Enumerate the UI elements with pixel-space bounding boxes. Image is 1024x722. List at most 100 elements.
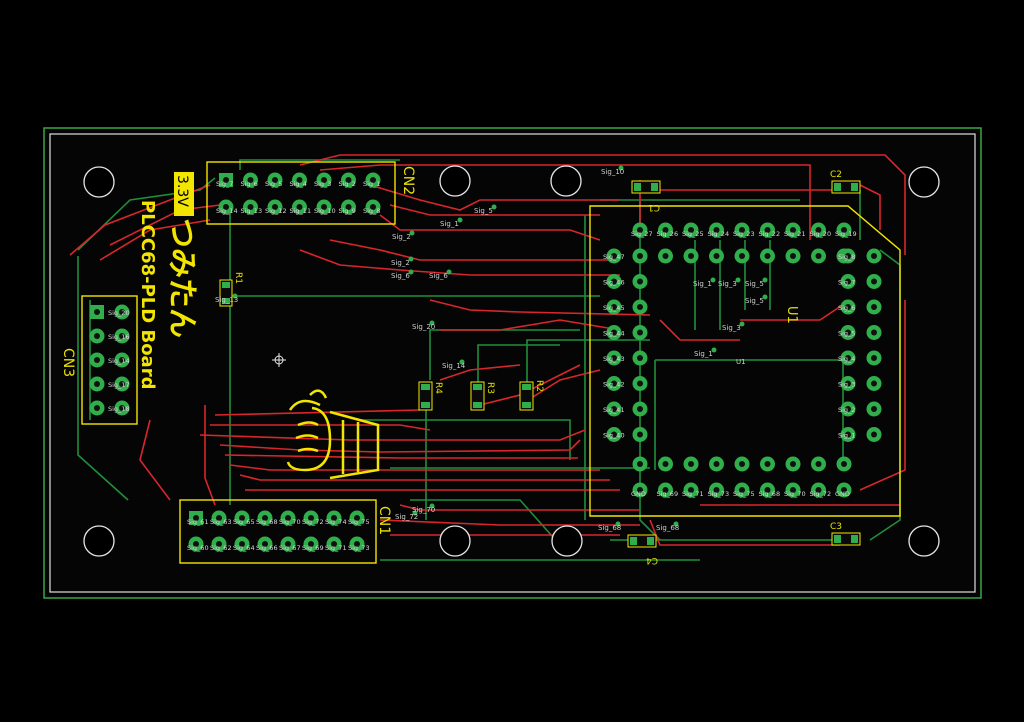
cn2-pad xyxy=(365,199,381,215)
u1-pad xyxy=(683,482,699,498)
u1-pad xyxy=(606,350,622,366)
c3-capacitor: C3 xyxy=(830,522,861,546)
cn1-header: Sig_61Sig_60Sig_63Sig_62Sig_65Sig_64Sig_… xyxy=(179,499,392,564)
u1-pad xyxy=(785,248,801,264)
cn2-pad xyxy=(316,199,332,215)
logo-text: つみたん xyxy=(164,218,199,338)
u1-pad xyxy=(606,376,622,391)
u1-pad xyxy=(840,350,856,366)
cn3-pad xyxy=(114,304,130,320)
u1-pad xyxy=(840,401,856,417)
pin-label: Sig_21 xyxy=(784,230,806,238)
pin-label: Sig_68 xyxy=(656,524,679,532)
u1-pad xyxy=(836,222,852,238)
u1-pad xyxy=(632,325,648,340)
cn1-ref: CN1 xyxy=(376,506,392,535)
via xyxy=(446,269,452,275)
via xyxy=(408,269,414,275)
pin-label: Sig_41 xyxy=(603,406,625,414)
cn1-pad xyxy=(257,510,273,526)
pin-label: Sig_3 xyxy=(718,280,737,288)
cn2-ref: CN2 xyxy=(400,166,416,195)
u1-pad xyxy=(760,222,775,238)
pin-label: Sig_71 xyxy=(325,544,347,552)
cn3-pad xyxy=(89,376,105,392)
cn2-pad xyxy=(292,199,307,215)
cn2-pad xyxy=(218,199,234,215)
cn1-pad xyxy=(211,510,227,526)
u1-pad xyxy=(866,350,882,366)
pin-label: Sig_11 xyxy=(290,207,312,215)
pin-label: Sig_13 xyxy=(241,207,263,215)
u1-pad xyxy=(632,248,648,264)
pin-label: Sig_1 xyxy=(694,350,713,358)
cn1-pad xyxy=(326,536,342,552)
u1-pad xyxy=(606,299,622,315)
cn2-pad xyxy=(341,172,356,188)
u1-pad xyxy=(734,222,750,238)
u1-pad xyxy=(632,456,648,472)
u1-pad xyxy=(632,482,648,498)
cn2-pad xyxy=(292,172,307,188)
pin-label: Sig_71 xyxy=(682,490,704,498)
cn2-pad xyxy=(219,173,233,187)
pin-label: Sig_43 xyxy=(603,355,625,363)
cn2-pad xyxy=(243,172,258,188)
u1-pad xyxy=(606,325,622,340)
pin-label: Sig_2 xyxy=(392,233,411,241)
pin-label: Sig_19 xyxy=(835,230,857,238)
pin-label: Sig_12 xyxy=(265,207,287,215)
pin-label: Sig_4 xyxy=(838,355,855,363)
u1-pad xyxy=(632,299,648,315)
via xyxy=(429,320,435,326)
pin-label: Sig_47 xyxy=(603,253,625,261)
cn1-pads: Sig_61Sig_60Sig_63Sig_62Sig_65Sig_64Sig_… xyxy=(187,510,370,552)
pin-label: Sig_2 xyxy=(838,406,855,414)
pin-label: Sig_8 xyxy=(363,207,380,215)
u1-pad xyxy=(811,222,826,238)
pin-label: Sig_74 xyxy=(325,518,347,526)
pin-label: Sig_65 xyxy=(233,518,255,526)
pin-label: Sig_7 xyxy=(838,279,855,287)
r3-resistor: R3 xyxy=(470,381,495,411)
via xyxy=(409,230,415,236)
cn3-pad xyxy=(89,352,105,368)
pin-label: Sig_1 xyxy=(838,432,855,440)
cn3-pad xyxy=(89,400,105,416)
u1-pad xyxy=(836,456,852,472)
u1-value: U1 xyxy=(736,358,746,366)
cn2-pad xyxy=(267,172,283,188)
pin-label: Sig_23 xyxy=(733,230,755,238)
u1-pad xyxy=(840,325,856,340)
pin-label: Sig_45 xyxy=(603,304,625,312)
pin-label: Sig_1 xyxy=(693,280,712,288)
pin-label: Sig_13 xyxy=(215,296,238,304)
u1-pad xyxy=(683,222,699,238)
u1-pad xyxy=(811,248,826,264)
pin-label: Sig_27 xyxy=(631,230,653,238)
pin-label: Sig_3 xyxy=(838,381,855,389)
via xyxy=(673,521,679,527)
pin-label: Sig_3 xyxy=(314,180,331,188)
pin-label: GND xyxy=(631,490,646,498)
cn3-pad xyxy=(89,328,105,344)
pin-label: Sig_9 xyxy=(339,207,356,215)
via xyxy=(618,165,624,171)
pin-label: Sig_6 xyxy=(241,180,258,188)
pin-label: Sig_17 xyxy=(108,381,130,389)
u1-pad xyxy=(840,376,856,391)
c1-ref: C1 xyxy=(648,202,660,212)
u1-pad xyxy=(632,401,648,417)
via xyxy=(491,204,497,210)
u1-pad xyxy=(866,248,882,264)
pin-label: Sig_73 xyxy=(348,544,370,552)
u1-pad xyxy=(785,456,801,472)
u1-pad xyxy=(709,248,724,264)
cn1-pad xyxy=(349,536,365,552)
u1-pad xyxy=(811,456,826,472)
u1-pad xyxy=(811,482,826,498)
pin-label: Sig_75 xyxy=(348,518,370,526)
